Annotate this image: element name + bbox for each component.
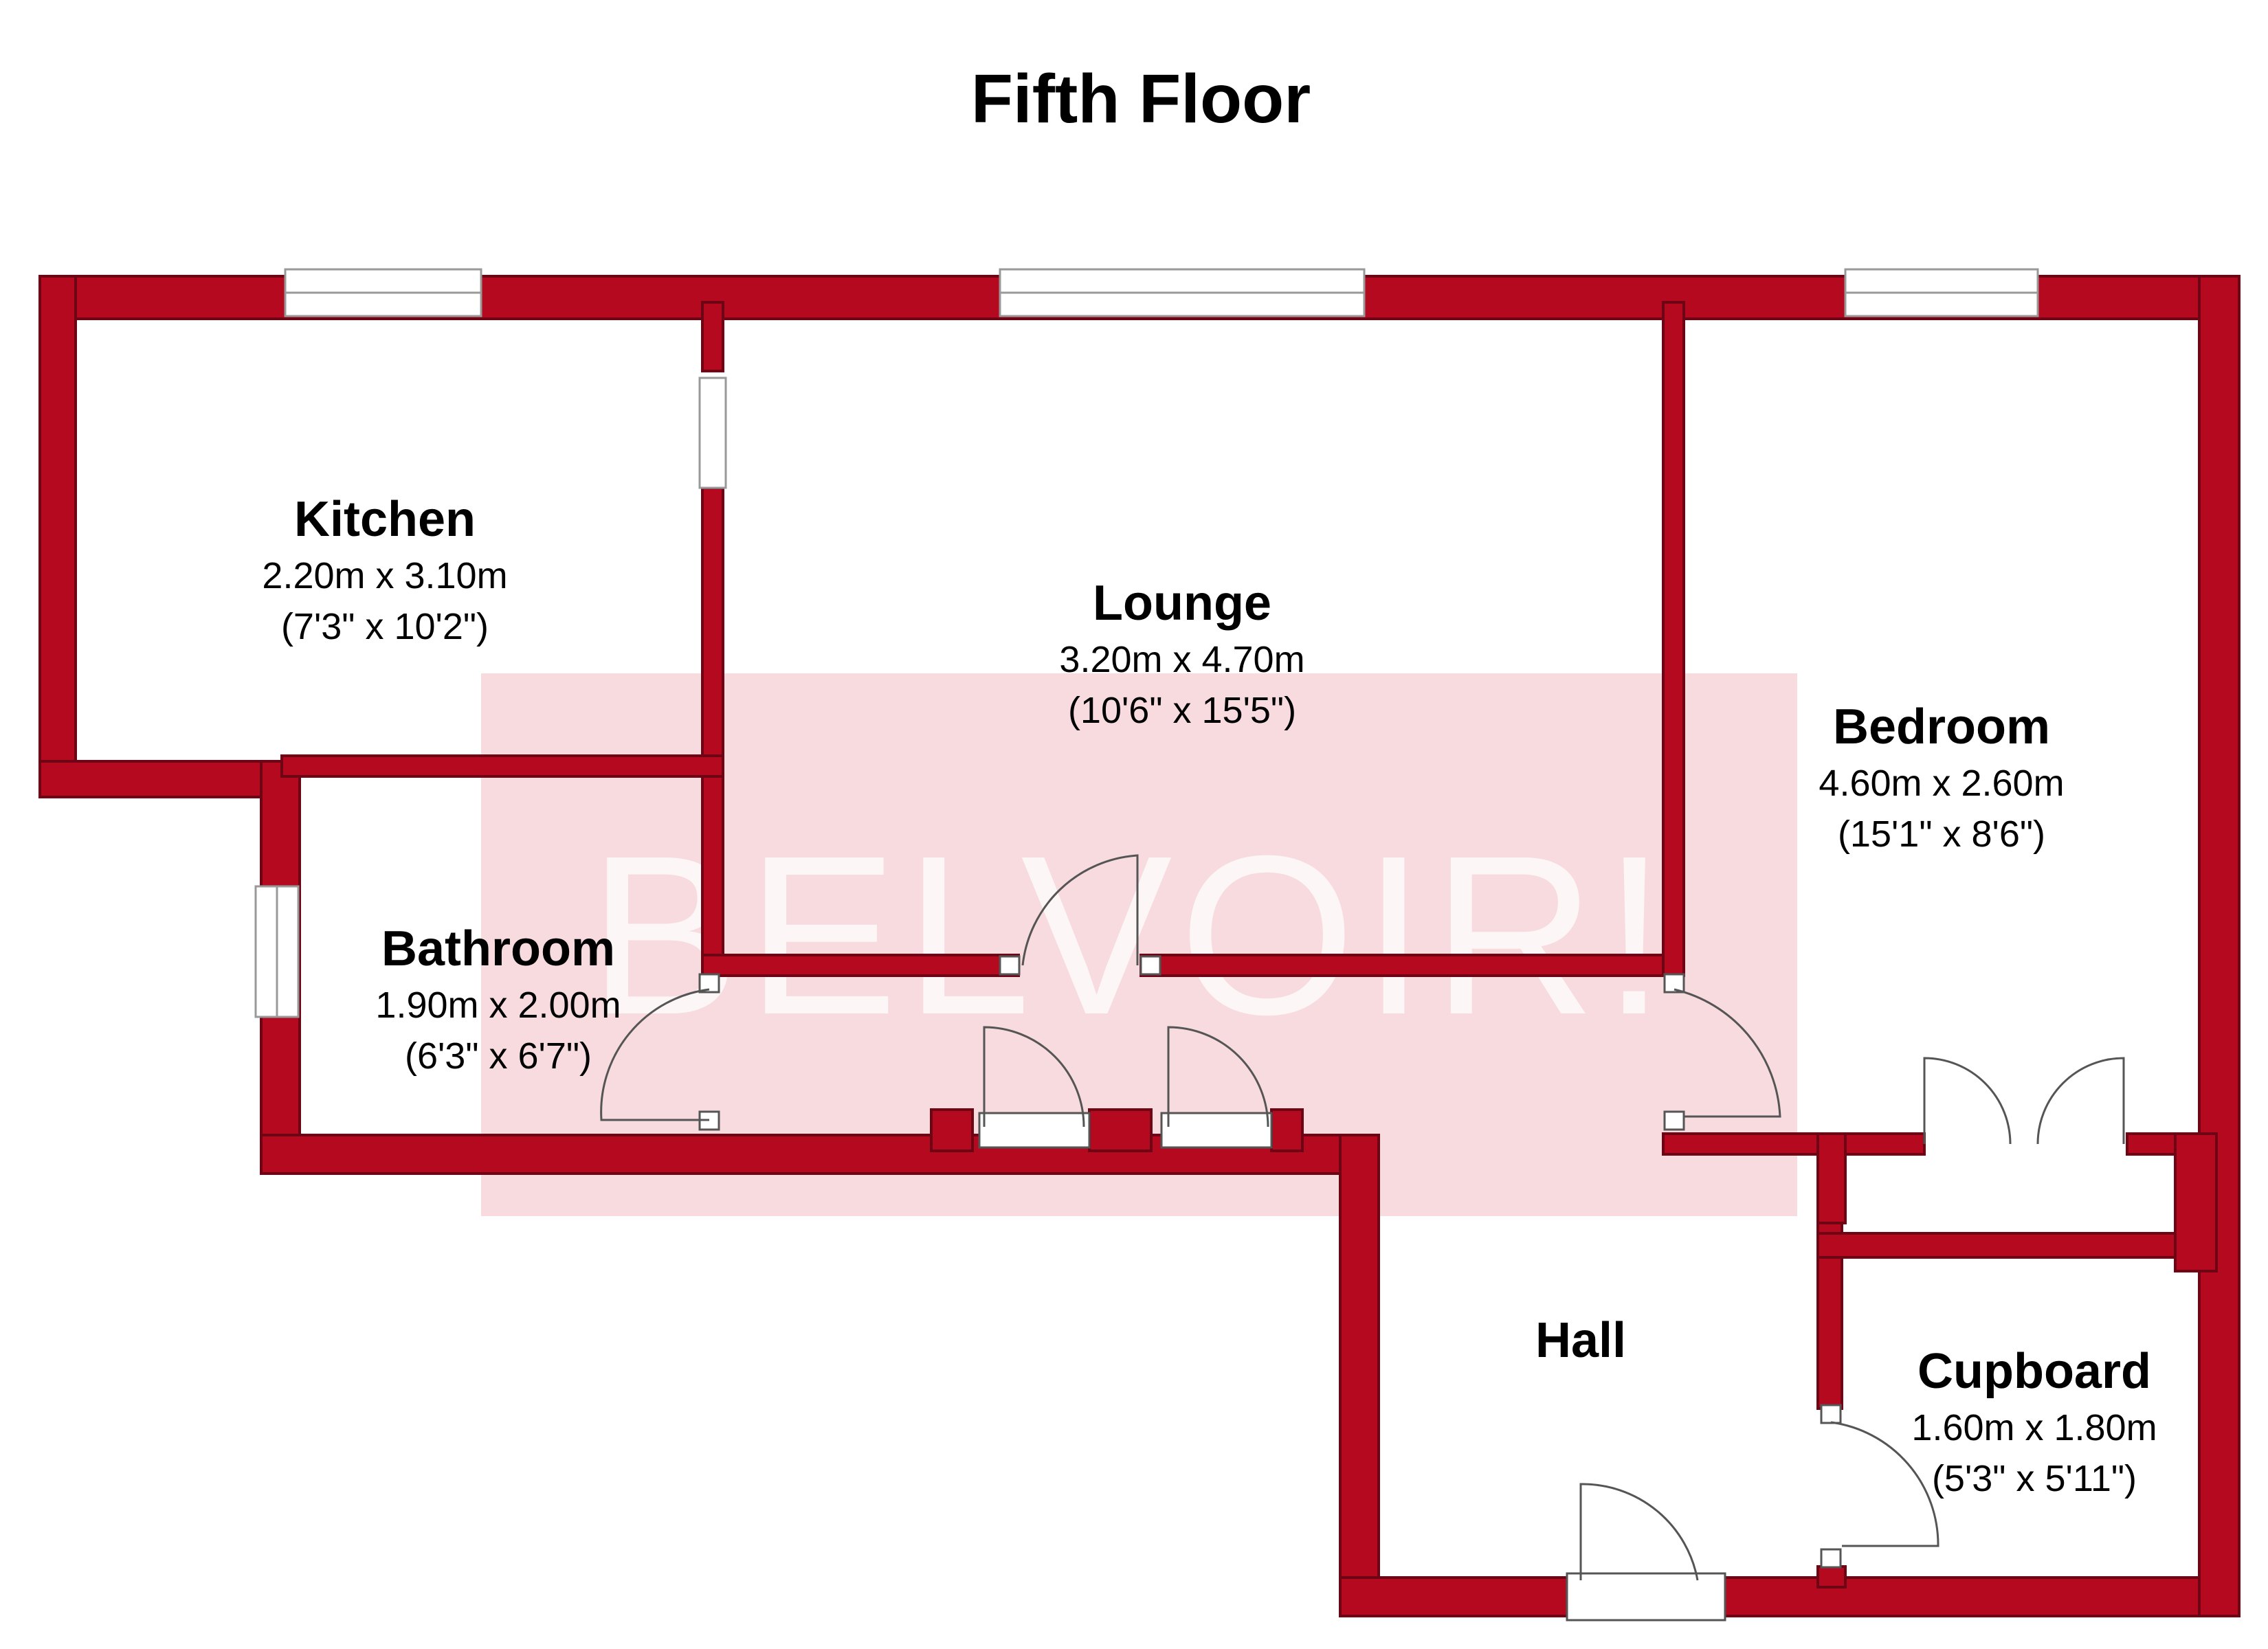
wall-hall-stub-left [930,1108,974,1152]
room-dim-metric-bathroom: 1.90m x 2.00m [375,985,621,1026]
room-dim-imperial-bathroom: (6'3" x 6'7") [405,1035,592,1077]
door-store-left-swing [983,1026,1085,1128]
floor-title: Fifth Floor [971,60,1311,137]
room-dim-metric-cupboard: 1.60m x 1.80m [1911,1407,2157,1448]
doors [600,854,2125,1622]
walls [38,275,2241,1617]
room-dim-imperial-kitchen: (7'3" x 10'2") [281,606,489,647]
wall-hall-stub-mid [1088,1108,1153,1152]
watermark-text: BELVOIR! [588,808,1673,1062]
room-dim-imperial-bedroom: (15'1" x 8'6") [1838,814,2045,855]
wall-bottom-hall [1339,1576,2241,1617]
door-bedroom-frame-bottom [1663,1110,1685,1131]
room-labels: Kitchen 2.20m x 3.10m (7'3" x 10'2") Lou… [262,492,2157,1499]
room-name-hall: Hall [1535,1313,1626,1368]
door-entrance-frame [1566,1572,1726,1622]
room-dim-imperial-cupboard: (5'3" x 5'11") [1932,1458,2137,1499]
door-store-right-frame [1160,1112,1273,1149]
room-name-kitchen: Kitchen [294,492,476,547]
door-wardrobe-left-swing [1923,1057,2012,1145]
door-bathroom-swing [600,988,710,1121]
wall-cupboard-right [2174,1132,2218,1272]
door-wardrobe-right-swing [2036,1057,2125,1145]
wall-kitchen-bottom [38,760,268,798]
room-dim-metric-lounge: 3.20m x 4.70m [1059,639,1304,680]
window-kitchen-lounge-opening [698,377,727,489]
wall-lounge-bottom-left [701,954,1020,977]
room-name-bedroom: Bedroom [1833,699,2050,754]
room-dim-metric-kitchen: 2.20m x 3.10m [262,555,507,596]
wall-kitchen-lounge-upper [701,301,724,372]
wall-kitchen-lounge-lower [701,486,724,977]
room-name-lounge: Lounge [1093,576,1271,631]
wall-lounge-bottom-right [1139,954,1685,977]
room-dim-metric-bedroom: 4.60m x 2.60m [1819,763,2064,804]
wall-cupboard-bottom-stub [1816,1565,1847,1589]
room-name-cupboard: Cupboard [1917,1344,2151,1399]
door-bedroom-swing [1674,988,1781,1118]
wall-cupboard-left-upper [1816,1132,1847,1224]
wall-left-kitchen [38,275,77,798]
wall-lounge-bedroom [1662,301,1685,977]
door-store-left-frame [978,1112,1091,1149]
wall-hall-left [1339,1134,1380,1617]
door-cupboard-swing [1830,1421,1939,1547]
door-lounge-frame-left [999,955,1021,976]
wall-right [2198,275,2241,1617]
door-bathroom-frame-top [698,973,720,994]
wall-cupboard-top [1816,1232,2218,1259]
door-bedroom-frame-top [1663,973,1685,994]
room-name-bathroom: Bathroom [381,921,615,976]
door-entrance-swing [1579,1483,1699,1581]
wall-kitchen-bathroom [280,754,724,778]
windows [254,268,2039,1018]
door-store-right-swing [1167,1026,1269,1128]
door-cupboard-frame-top [1820,1404,1842,1424]
door-cupboard-frame-bottom [1820,1548,1842,1569]
door-lounge-swing [1021,854,1139,966]
door-lounge-frame-right [1139,955,1161,976]
wall-hall-stub-right [1270,1108,1304,1152]
room-dim-imperial-lounge: (10'6" x 15'5") [1068,690,1296,731]
wall-bedroom-bottom-left [1662,1132,1926,1156]
